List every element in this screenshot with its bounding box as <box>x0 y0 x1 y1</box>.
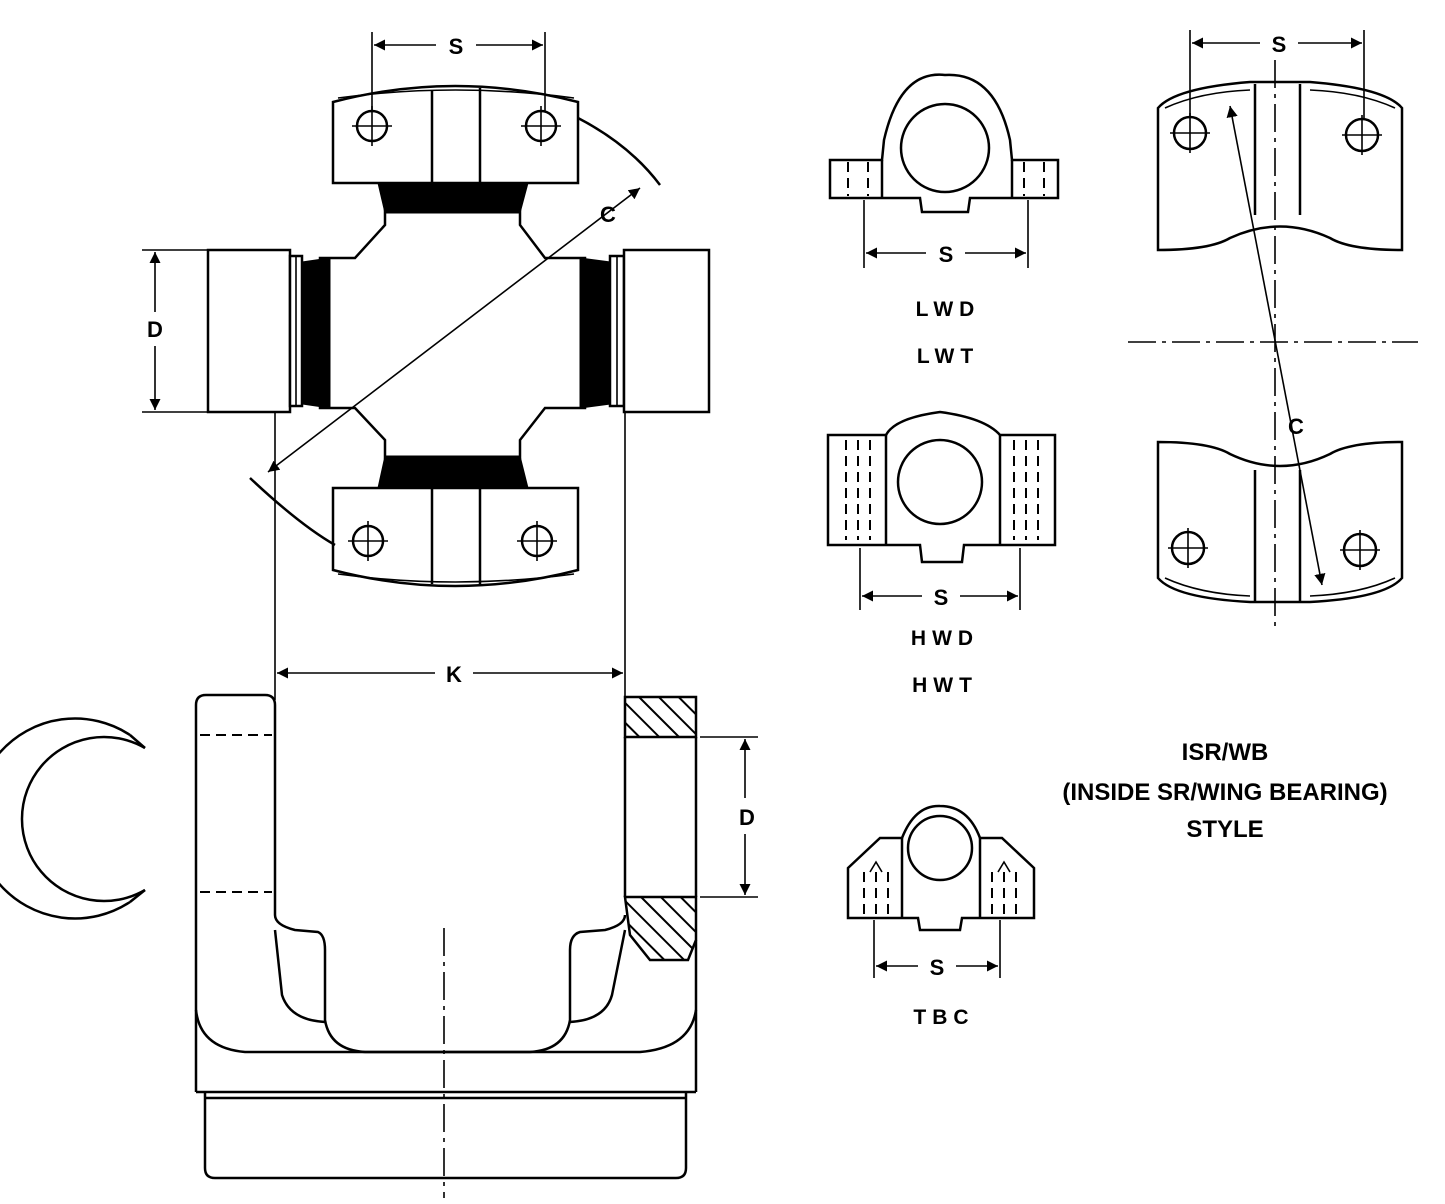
tbc-strap-diagram: S TBC <box>846 804 1036 1029</box>
isr-wb-title-line3: STYLE <box>1186 816 1263 843</box>
hwt-caption: HWT <box>912 674 978 697</box>
yoke-d-dimension: D <box>700 736 758 898</box>
isr-wb-title: ISR/WB (INSIDE SR/WING BEARING) STYLE <box>1062 739 1387 843</box>
isr-wb-title-line1: ISR/WB <box>1182 739 1269 766</box>
cross-s-label: S <box>449 34 464 59</box>
tbc-s-label: S <box>930 955 945 980</box>
isr-c-label: C <box>1288 414 1304 439</box>
hwd-strap-diagram: S HWD HWT <box>826 410 1057 697</box>
isr-wb-diagram: C S <box>1128 30 1418 632</box>
lwd-strap-diagram: S LWD LWT <box>828 73 1060 368</box>
hwd-caption: HWD <box>911 627 979 650</box>
yoke-d-label: D <box>739 805 755 830</box>
isr-wb-title-line2: (INSIDE SR/WING BEARING) <box>1062 779 1387 806</box>
cross-s-dimension: S <box>371 32 546 112</box>
isr-s-label: S <box>1272 32 1287 57</box>
hwd-s-label: S <box>934 585 949 610</box>
k-dimension: K <box>274 412 626 700</box>
lwd-caption: LWD <box>916 298 981 321</box>
lwd-s-label: S <box>939 242 954 267</box>
k-label: K <box>446 662 462 687</box>
yoke-section <box>194 693 698 1198</box>
cross-c-label: C <box>600 202 616 227</box>
cross-d-dimension: D <box>142 249 210 413</box>
cross-assembly <box>206 84 711 588</box>
tbc-caption: TBC <box>913 1006 974 1029</box>
cross-d-label: D <box>147 317 163 342</box>
snap-ring <box>0 717 146 920</box>
lwt-caption: LWT <box>917 345 979 368</box>
